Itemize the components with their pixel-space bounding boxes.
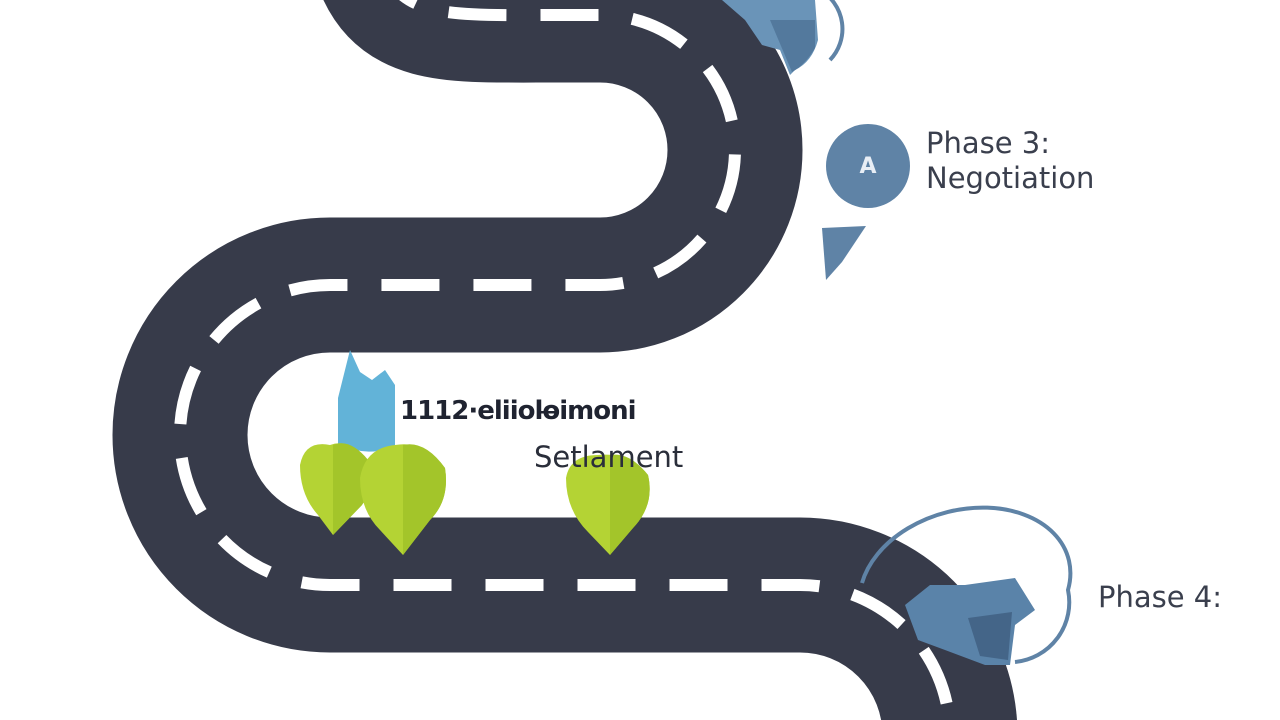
pin-marker-top-icon [722, 0, 845, 75]
phase4-label: Phase 4: [1098, 580, 1223, 614]
phase2-title: 1112·eliiolo̶imoni [400, 396, 637, 426]
green-marker-1-icon [300, 443, 371, 535]
phase3-label: Phase 3: Negotiation [926, 126, 1094, 196]
phase3-subtitle: Negotiation [926, 160, 1095, 195]
lane-markings [174, 0, 956, 720]
phase3-title: Phase 3: [926, 126, 1051, 160]
green-marker-3-icon [566, 454, 650, 555]
road [112, 0, 1017, 720]
green-marker-2-icon [360, 444, 446, 555]
pin-marker-phase4-icon [860, 505, 1073, 665]
phase2-subtitle: Setlament [534, 440, 684, 474]
blue-flag-marker-icon [338, 350, 395, 452]
pin-marker-phase3-icon [822, 226, 866, 280]
phase3-badge-icon: A [826, 124, 910, 208]
